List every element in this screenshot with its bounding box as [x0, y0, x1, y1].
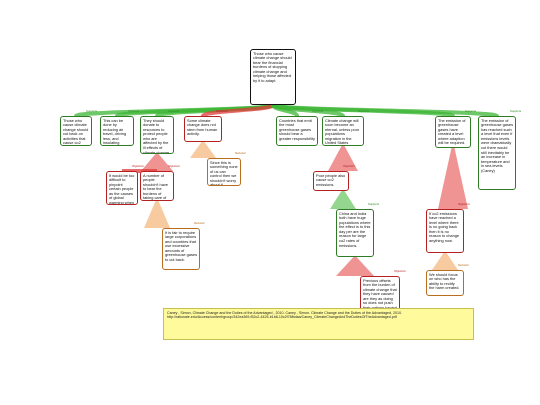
link-migration-to-poor-people	[328, 146, 358, 171]
link-no-going-back-to-rectify	[432, 253, 458, 270]
claim-box-adaption-required[interactable]: The emission of greenhouse gases have cr…	[435, 116, 471, 148]
rebuttal-box-cant-control[interactable]: Since this is something none of us can c…	[207, 158, 241, 186]
rebuttal-box-corporations[interactable]: It is fair to require large corporations…	[162, 228, 200, 270]
rebuttal-tag: Rebuttal	[235, 151, 246, 155]
supports-tag: Supports	[358, 109, 370, 113]
objection-tag: Objection	[132, 164, 144, 168]
link-root-to-not-human	[201, 103, 275, 118]
rebuttal-tag: Rebuttal	[458, 263, 469, 267]
claim-box-donate[interactable]: They should donate to resources to prote…	[140, 116, 174, 154]
supports-tag: Supports	[465, 109, 477, 113]
supports-tag: Supports	[168, 109, 180, 113]
objection-box-bear-burdens[interactable]: A number of people shouldn't have to bea…	[140, 171, 174, 201]
claim-box-reduce-travel[interactable]: This can be done by reducing air travel,…	[100, 116, 134, 146]
objection-box-poor-people[interactable]: Poor people also cause co2 emissions.	[313, 171, 349, 191]
objection-tag: Objection	[216, 109, 228, 113]
claim-box-cut-back[interactable]: Those who cause climate change should cu…	[60, 116, 92, 146]
objection-box-not-human[interactable]: Some climate change does not stem from h…	[184, 116, 222, 142]
objection-tag: Objection	[458, 202, 470, 206]
claim-box-migration[interactable]: Climate change will soon become an etern…	[322, 116, 364, 146]
objection-tag: Objection	[394, 269, 406, 273]
supports-tag: Supports	[128, 109, 140, 113]
claim-box-emission-level[interactable]: The emission of greenhouse gases has rea…	[478, 116, 516, 190]
link-bear-burdens-to-corporations	[144, 201, 170, 228]
root-claim-box[interactable]: Those who cause climate change should be…	[250, 49, 296, 105]
link-root-to-emission-level	[271, 103, 499, 118]
link-donate-objections	[141, 154, 173, 171]
link-china-india-to-offsets	[336, 257, 374, 276]
objection-tag: Objection	[343, 164, 355, 168]
supports-tag: Supports	[86, 109, 98, 113]
supports-tag: Supports	[368, 202, 380, 206]
link-adaption-to-no-going-back	[438, 148, 468, 209]
supports-tag: Supports	[510, 109, 522, 113]
link-not-human-to-cant-control	[190, 142, 216, 158]
claim-box-china-india[interactable]: China and India both have huge populatio…	[336, 209, 374, 257]
objection-box-no-going-back[interactable]: If co2 emissions have reached a level wh…	[426, 209, 464, 253]
citation-note: Caney , Simon, Climate Change and the Du…	[163, 308, 474, 340]
claim-box-most-emitters[interactable]: Countries that emit the most greenhouse …	[276, 116, 318, 146]
rebuttal-box-ability-rectify[interactable]: We should focus on who has the ability t…	[426, 270, 464, 296]
rebuttal-tag: Rebuttal	[194, 221, 205, 225]
objection-tag: Objection	[168, 164, 180, 168]
link-poor-people-to-china-india	[330, 191, 356, 209]
objection-box-pinpoint[interactable]: It would be too difficult to pinpoint ce…	[106, 171, 138, 205]
supports-tag: Supports	[312, 109, 324, 113]
